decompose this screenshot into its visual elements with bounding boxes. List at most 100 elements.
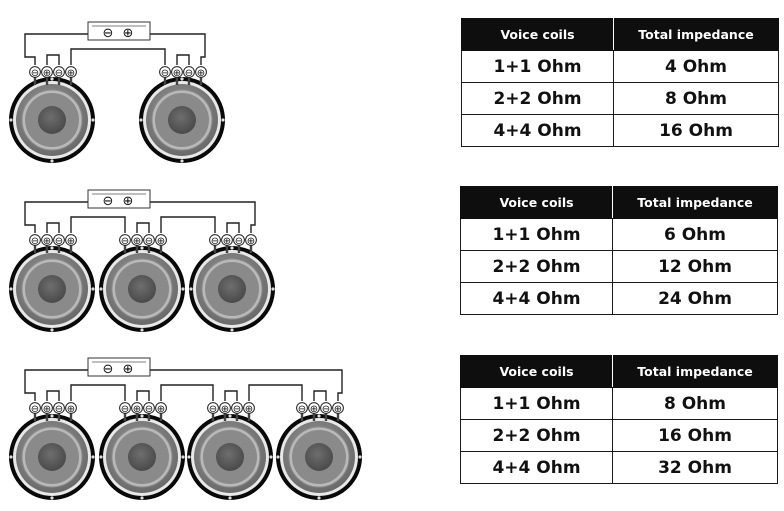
terminal	[119, 234, 131, 246]
terminal-post	[33, 413, 37, 421]
terminal-plus-icon: ⊕	[197, 68, 205, 79]
table-row: 1+1 Ohm 6 Ohm	[460, 218, 778, 251]
terminal	[332, 402, 344, 414]
amplifier: ⊖⊕	[87, 357, 151, 377]
terminal-plus-icon: ⊕	[67, 404, 75, 415]
terminal	[171, 66, 183, 78]
speaker: ⊖⊕⊖⊕	[276, 402, 362, 500]
wire	[224, 390, 238, 401]
mount-hole	[9, 455, 13, 459]
terminal-post	[336, 413, 340, 421]
terminal	[131, 402, 143, 414]
mount-hole	[230, 328, 234, 332]
terminal-post	[300, 413, 304, 421]
terminal-minus-icon: ⊖	[211, 236, 219, 247]
terminal-minus-icon: ⊖	[55, 404, 63, 415]
header-total-impedance: Total impedance	[612, 186, 778, 219]
terminal	[155, 234, 167, 246]
mount-hole	[9, 287, 13, 291]
voice-coil-cell: 4+4 Ohm	[461, 114, 614, 147]
header-total-impedance: Total impedance	[613, 18, 779, 51]
header-total-impedance: Total impedance	[612, 355, 778, 388]
mount-hole	[269, 455, 273, 459]
terminal	[29, 402, 41, 414]
terminal-post	[213, 245, 217, 253]
header-voice-coils: Voice coils	[460, 355, 613, 388]
terminal	[159, 66, 171, 78]
terminal	[320, 402, 332, 414]
terminal-post	[45, 77, 49, 85]
mount-hole	[180, 77, 184, 81]
wiring-config-3: ⊖⊕⊖⊕⊖⊕⊖⊕⊖⊕⊖⊕⊖⊕⊖⊕⊖⊕	[9, 357, 362, 500]
terminal-post	[324, 413, 328, 421]
terminal	[243, 402, 255, 414]
terminal-post	[33, 245, 37, 253]
terminal-post	[45, 413, 49, 421]
wire	[136, 222, 150, 233]
terminal-plus-icon: ⊕	[157, 236, 165, 247]
impedance-cell: 16 Ohm	[612, 419, 778, 452]
terminal	[296, 402, 308, 414]
terminal	[209, 234, 221, 246]
terminal-minus-icon: ⊖	[31, 236, 39, 247]
terminal-post	[187, 77, 191, 85]
speaker: ⊖⊕⊖⊕	[99, 402, 185, 500]
impedance-cell: 6 Ohm	[612, 218, 778, 251]
mount-hole	[181, 287, 185, 291]
wire	[46, 54, 60, 65]
mount-hole	[181, 455, 185, 459]
speaker: ⊖⊕⊖⊕	[9, 234, 95, 332]
terminal-post	[159, 413, 163, 421]
wire	[70, 48, 166, 65]
speaker-dustcap	[218, 275, 246, 303]
terminal	[65, 234, 77, 246]
terminal	[41, 66, 53, 78]
amplifier: ⊖⊕	[87, 189, 151, 209]
terminal-post	[175, 77, 179, 85]
amplifier-body	[87, 21, 151, 41]
terminal-minus-icon: ⊖	[121, 236, 129, 247]
speaker: ⊖⊕⊖⊕	[9, 402, 95, 500]
terminal-plus-icon: ⊕	[133, 404, 141, 415]
speaker-dustcap	[216, 443, 244, 471]
terminal-minus-icon: ⊖	[55, 236, 63, 247]
mount-hole	[140, 328, 144, 332]
terminal-post	[163, 77, 167, 85]
mount-hole	[50, 414, 54, 418]
terminal	[53, 402, 65, 414]
terminal-post	[57, 77, 61, 85]
mount-hole	[140, 414, 144, 418]
mount-hole	[139, 118, 143, 122]
header-voice-coils: Voice coils	[461, 18, 614, 51]
mount-hole	[50, 246, 54, 250]
terminal-plus-icon: ⊕	[245, 404, 253, 415]
terminal	[143, 234, 155, 246]
voice-coil-cell: 2+2 Ohm	[461, 82, 614, 115]
amplifier-minus-icon: ⊖	[103, 362, 114, 377]
mount-hole	[358, 455, 362, 459]
impedance-cell: 4 Ohm	[613, 50, 779, 83]
wire	[136, 390, 150, 401]
terminal-post	[312, 413, 316, 421]
terminal	[183, 66, 195, 78]
terminal	[155, 402, 167, 414]
terminal	[143, 402, 155, 414]
voice-coil-cell: 2+2 Ohm	[460, 250, 613, 283]
terminal	[207, 402, 219, 414]
speaker: ⊖⊕⊖⊕	[99, 234, 185, 332]
wire	[150, 369, 343, 401]
terminal-minus-icon: ⊖	[161, 68, 169, 79]
wire	[70, 384, 126, 401]
impedance-table-3: Voice coils Total impedance 1+1 Ohm 8 Oh…	[460, 355, 778, 484]
terminal-post	[225, 245, 229, 253]
terminal	[231, 402, 243, 414]
wire	[313, 390, 327, 401]
mount-hole	[91, 287, 95, 291]
terminal-post	[249, 245, 253, 253]
speaker: ⊖⊕⊖⊕	[139, 66, 225, 163]
amplifier-body	[87, 189, 151, 209]
mount-hole	[50, 496, 54, 500]
terminal-post	[237, 245, 241, 253]
terminal-minus-icon: ⊖	[233, 404, 241, 415]
